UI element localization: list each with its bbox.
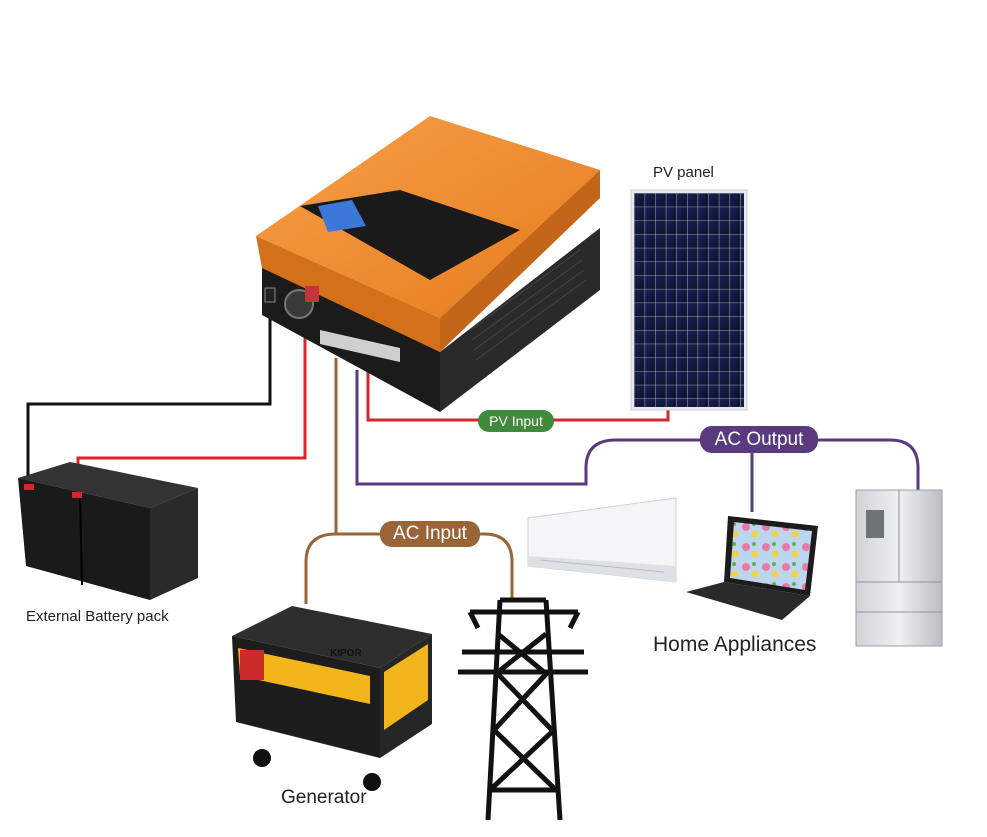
transmission-tower xyxy=(458,597,588,821)
laptop xyxy=(686,516,818,620)
generator-label: Generator xyxy=(281,787,367,808)
ac-input-pill: AC Input xyxy=(380,521,480,547)
refrigerator xyxy=(855,489,943,647)
pv-input-pill: PV Input xyxy=(478,410,554,432)
inverter xyxy=(256,116,600,412)
generator: KIPOR xyxy=(232,606,432,791)
ac-output-wire xyxy=(355,370,920,490)
pv-panel xyxy=(630,189,748,411)
battery-negative-wire xyxy=(26,318,272,478)
air-conditioner xyxy=(527,497,677,583)
generator-brand: KIPOR xyxy=(330,648,362,659)
pv-panel-label: PV panel xyxy=(653,164,714,181)
battery-pack xyxy=(18,462,198,600)
home-appliances-label: Home Appliances xyxy=(653,633,817,656)
external-battery-label: External Battery pack xyxy=(26,608,169,625)
ac-output-pill: AC Output xyxy=(700,426,818,453)
